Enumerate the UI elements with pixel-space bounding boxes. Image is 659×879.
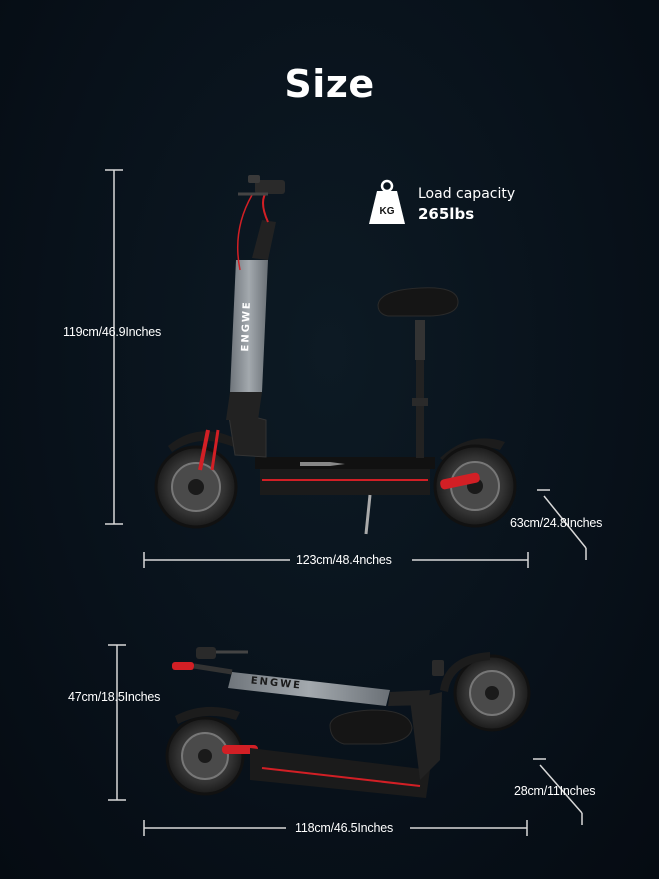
- folded-height-label: 47cm/18.5Inches: [68, 690, 161, 704]
- unfolded-scooter: ENGWE: [154, 175, 517, 535]
- unfolded-width-label: 63cm/24.8Inches: [510, 516, 603, 530]
- page-title: Size: [284, 62, 375, 106]
- folded-length-line: [143, 820, 528, 836]
- unfolded-height-line: [105, 169, 123, 525]
- unfolded-length-label: 123cm/48.4nches: [296, 553, 392, 567]
- weight-icon-text: KG: [380, 206, 395, 217]
- folded-height-line: [108, 644, 126, 801]
- folded-stem-logo: ENGWE: [250, 675, 302, 691]
- unfolded-length-line: [143, 552, 529, 568]
- folded-length-label: 118cm/46.5Inches: [295, 821, 394, 835]
- load-capacity-value: 265lbs: [418, 205, 475, 223]
- folded-width-label: 28cm/11Inches: [514, 784, 596, 798]
- load-capacity-label: Load capacity: [418, 186, 516, 202]
- weight-icon: KG: [369, 179, 405, 224]
- folded-scooter: ENGWE: [165, 647, 531, 798]
- unfolded-stem-logo: ENGWE: [240, 300, 253, 352]
- unfolded-width-line: [537, 489, 587, 560]
- unfolded-height-label: 119cm/46.9Inches: [63, 325, 162, 339]
- folded-width-line: [533, 758, 583, 825]
